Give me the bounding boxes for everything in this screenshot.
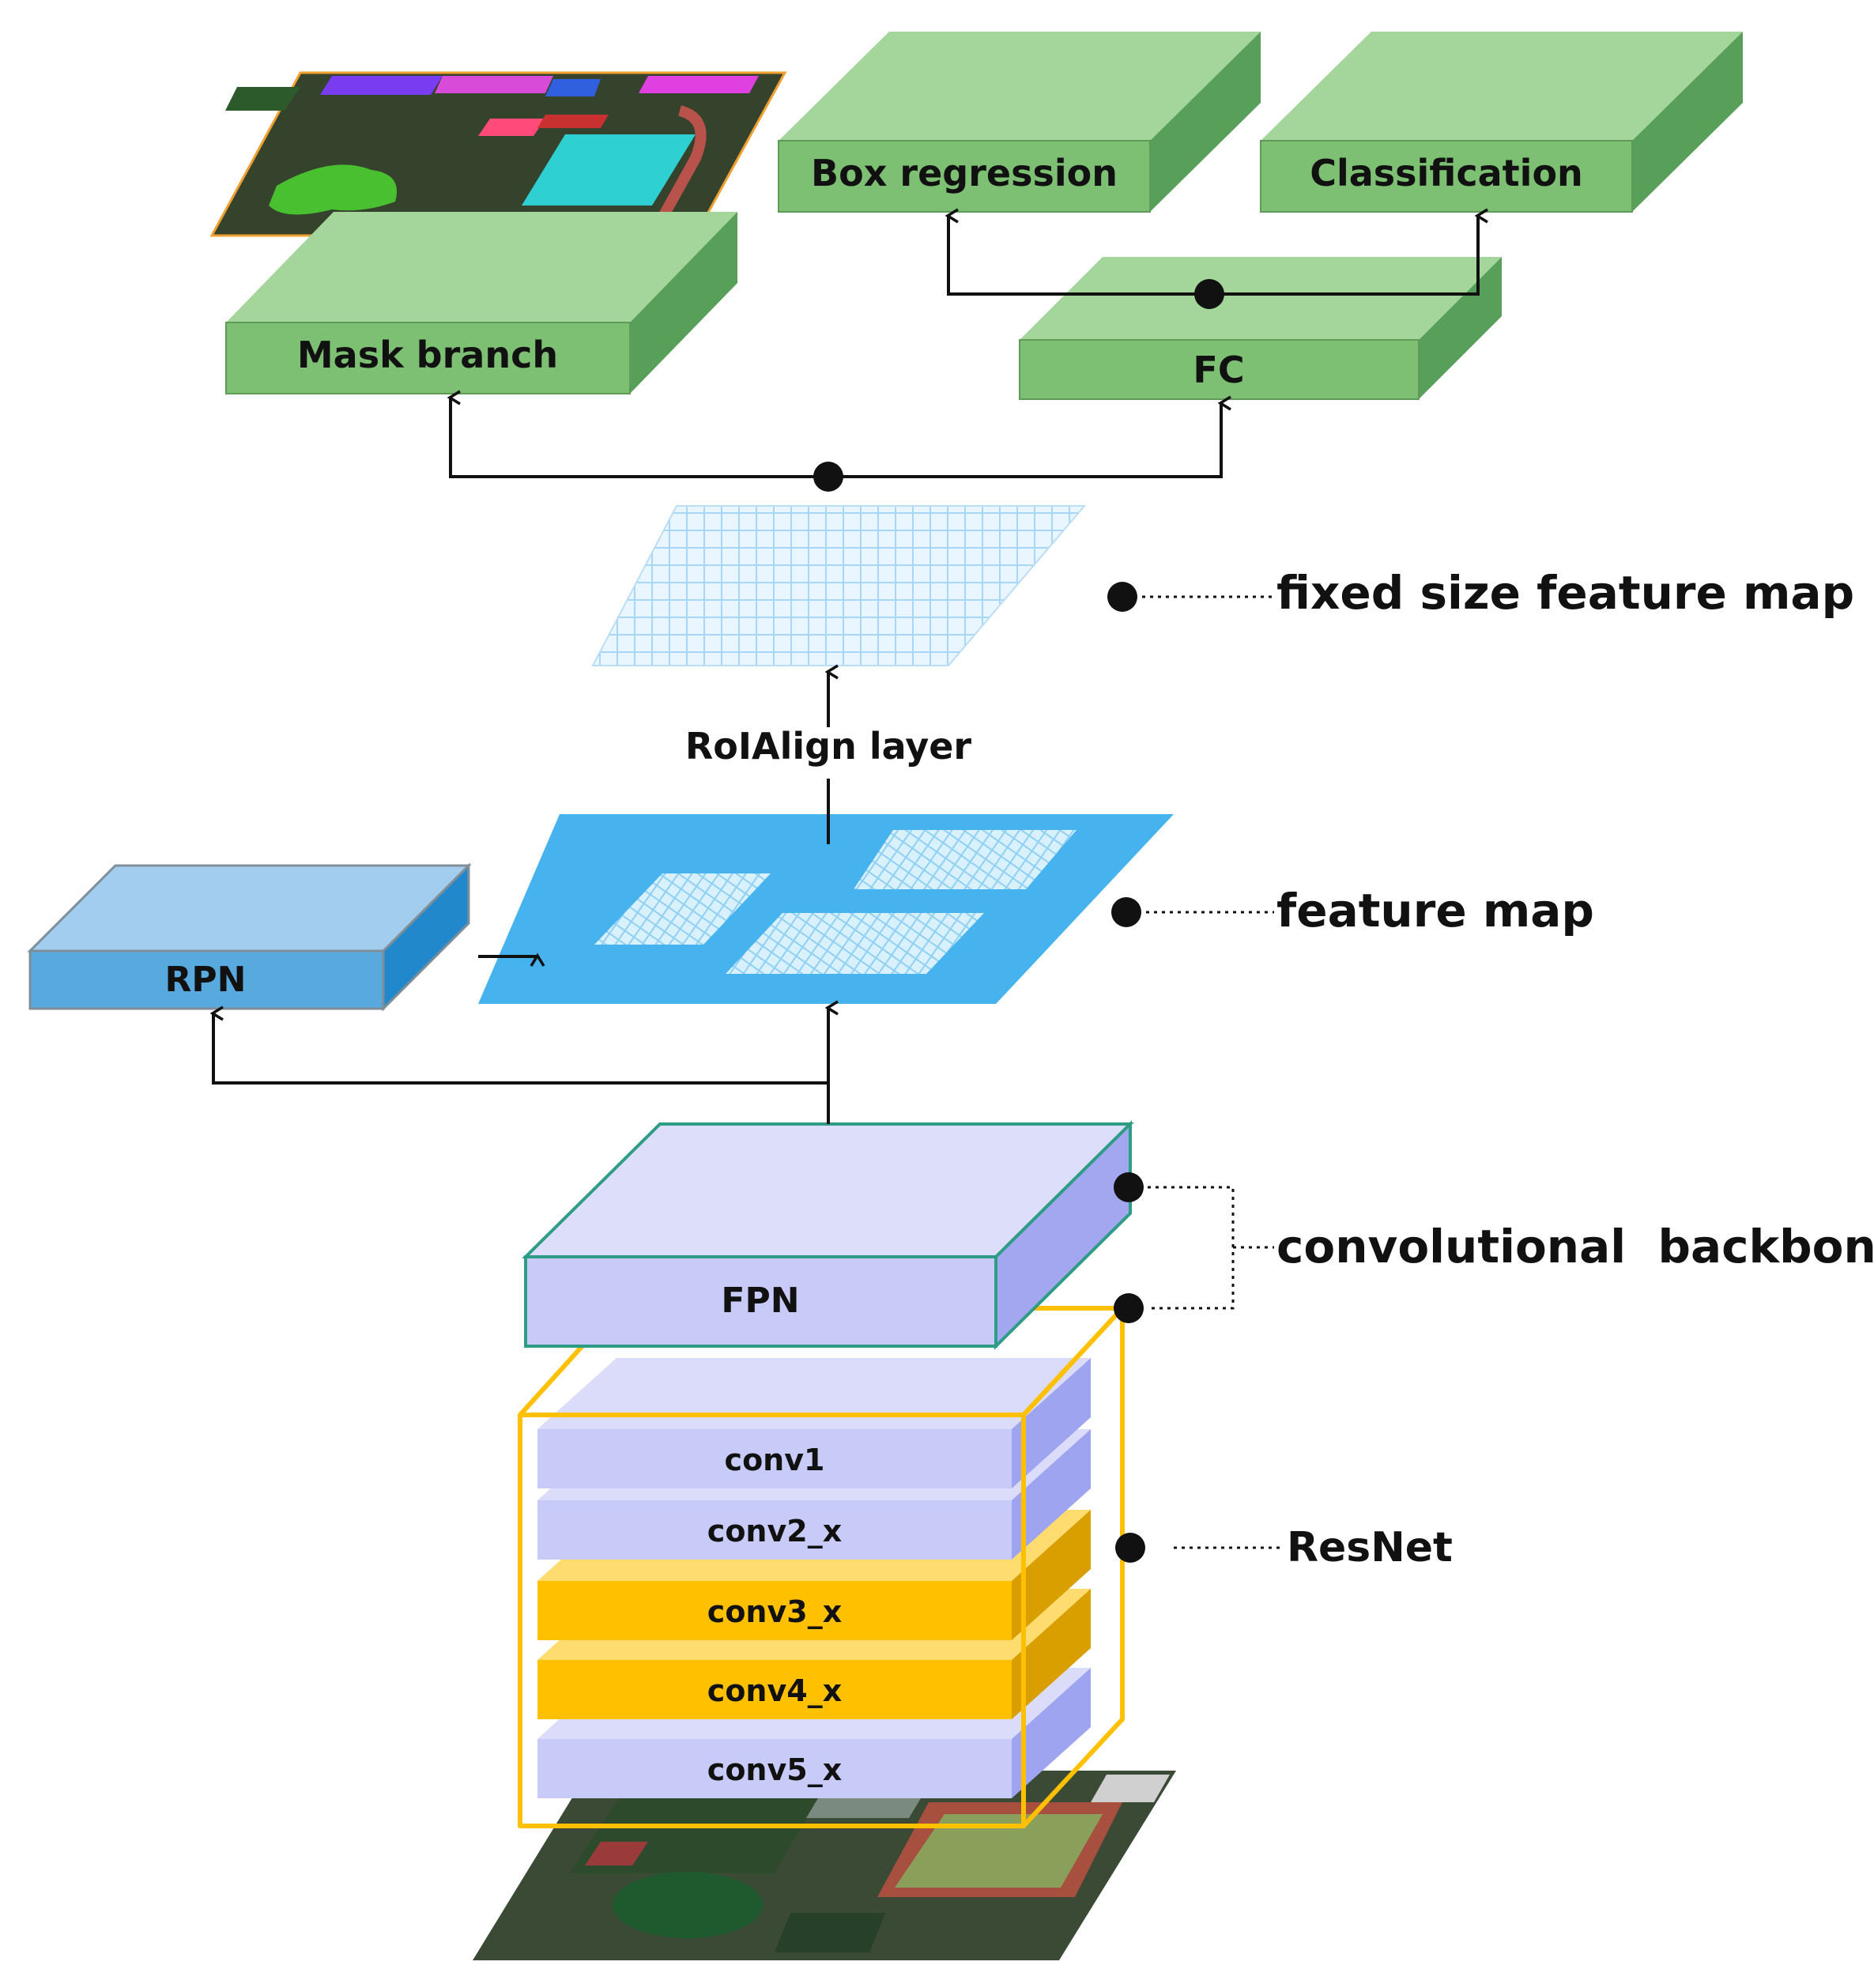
arrow-fc-to-classification: [1209, 216, 1478, 296]
fc-block: FC: [1019, 257, 1502, 400]
roialign-label: RoIAlign layer: [685, 725, 972, 768]
annotation-feature-map-label: feature map: [1276, 884, 1594, 937]
input-aerial-image: [473, 1771, 1176, 1960]
rpn-block: RPN: [27, 862, 472, 1012]
box-regression-label: Box regression: [811, 152, 1118, 194]
resnet-layer-label: conv4_x: [707, 1673, 842, 1708]
junction-dot: [813, 462, 843, 492]
annotation-fixed-map: fixed size feature map: [1107, 566, 1854, 620]
classification-label: Classification: [1310, 152, 1583, 194]
resnet-layer-label: conv5_x: [707, 1752, 842, 1787]
resnet-layer-label: conv2_x: [707, 1514, 842, 1549]
junction-dot: [1194, 279, 1224, 309]
arrow-fc-to-box-regression: [948, 216, 1209, 296]
annotation-backbone-label: convolutional backbone: [1276, 1220, 1874, 1273]
resnet-layer-conv1: conv1: [537, 1358, 1091, 1488]
arrow-fpn-to-rpn: [213, 1013, 828, 1085]
annotation-resnet-label: ResNet: [1287, 1524, 1453, 1571]
resnet-layer-label: conv1: [725, 1443, 825, 1477]
fc-label: FC: [1193, 349, 1244, 391]
annotation-fixed-map-label: fixed size feature map: [1276, 566, 1854, 620]
fixed-size-feature-map: [591, 505, 1087, 666]
feature-map: [478, 814, 1174, 1004]
resnet-stack: conv5_x conv4_x conv3_x conv2_x: [518, 1306, 1125, 1828]
fpn-label: FPN: [721, 1281, 799, 1321]
rpn-label: RPN: [165, 960, 247, 1000]
roi-region: [594, 873, 771, 945]
arrow-to-mask-branch: [451, 398, 828, 478]
mask-branch-block: Mask branch: [225, 212, 737, 394]
annotation-resnet: ResNet: [1115, 1524, 1453, 1571]
annotation-backbone: convolutional backbone: [1114, 1172, 1874, 1323]
resnet-layer-label: conv3_x: [707, 1594, 842, 1629]
roi-region: [854, 830, 1077, 889]
box-regression-block: Box regression: [778, 32, 1261, 213]
classification-block: Classification: [1260, 32, 1743, 213]
mask-output-image: [209, 71, 787, 237]
fpn-block: FPN: [522, 1120, 1134, 1350]
arrow-to-fc: [828, 403, 1221, 478]
annotation-feature-map: feature map: [1111, 884, 1594, 937]
connectors: [213, 216, 1478, 1124]
roi-region: [726, 913, 984, 974]
mask-branch-label: Mask branch: [297, 334, 558, 376]
